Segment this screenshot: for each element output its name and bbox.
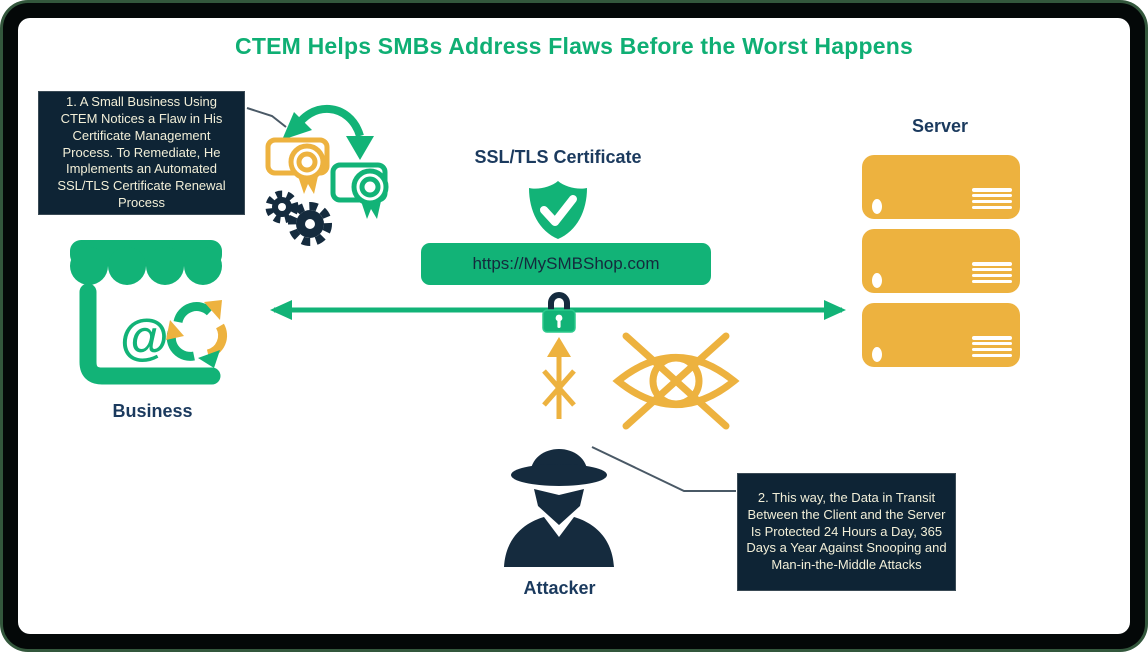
server-led: [872, 273, 882, 288]
server-led: [872, 199, 882, 214]
no-snooping-eye-icon: [612, 332, 740, 430]
renewal-arrow-icon: [282, 104, 374, 160]
shield-check-icon: [529, 181, 587, 239]
page-title: CTEM Helps SMBs Address Flaws Before the…: [235, 33, 913, 59]
new-certificate-icon: [330, 162, 389, 219]
business-label: Business: [112, 401, 193, 421]
callout-step2: 2. This way, the Data in Transit Between…: [737, 473, 956, 591]
padlock-icon: [542, 292, 576, 333]
callout-step1: 1. A Small Business Using CTEM Notices a…: [38, 91, 245, 215]
storefront-awning: [70, 240, 222, 285]
storefront-body: [79, 283, 221, 385]
url-text: https://MySMBShop.com: [472, 254, 660, 273]
at-symbol: @: [120, 309, 169, 365]
callout-step2-text: 2. This way, the Data in Transit Between…: [746, 489, 947, 573]
server-vents-icon: [972, 262, 1012, 286]
business-storefront-icon: @: [70, 240, 228, 385]
server-vents-icon: [972, 188, 1012, 212]
attacker-spy-icon: [504, 449, 614, 567]
server-vents-icon: [972, 336, 1012, 360]
server-box: [862, 303, 1020, 367]
server-box: [862, 229, 1020, 293]
callout-step1-text: 1. A Small Business Using CTEM Notices a…: [57, 93, 226, 211]
server-box: [862, 155, 1020, 219]
server-label: Server: [911, 116, 969, 136]
blocked-attack-arrow-icon: [542, 337, 576, 419]
recycle-icon: [166, 300, 228, 368]
gears-icon: [265, 190, 332, 246]
certificate-renewal-icon: [265, 104, 389, 246]
server-led: [872, 347, 882, 362]
url-pill: https://MySMBShop.com: [421, 243, 711, 285]
callout2-connector-line: [591, 446, 736, 492]
callout1-connector-line: [246, 107, 287, 128]
ssl-certificate-label: SSL/TLS Certificate: [474, 147, 642, 167]
old-certificate-icon: [265, 137, 330, 194]
attacker-label: Attacker: [523, 578, 596, 598]
